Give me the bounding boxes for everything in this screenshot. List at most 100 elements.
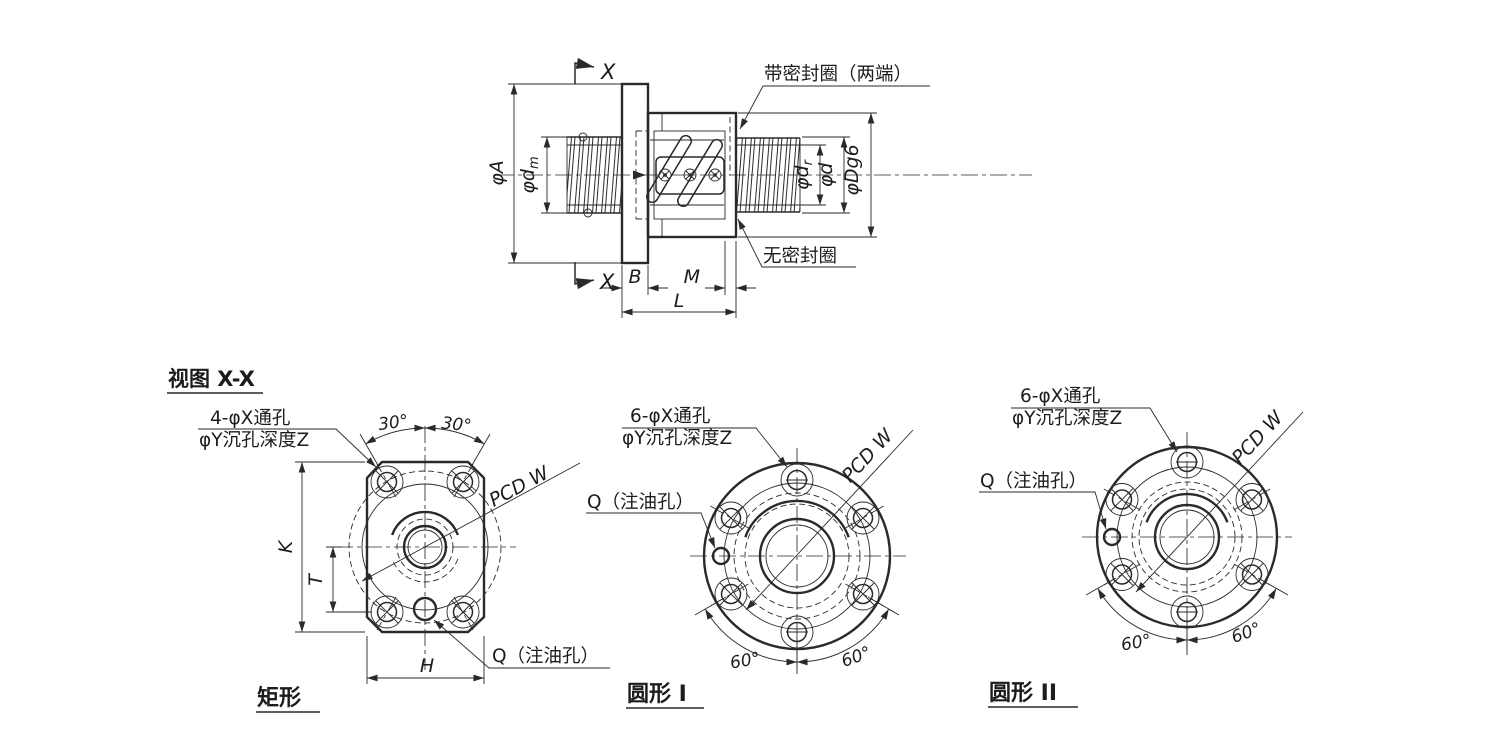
angle-left-label: 30° (377, 411, 410, 435)
circle1-flange-view: PCD W 6-φX通孔 φY沉孔深度Z Q（注油孔） 60° 60° 圆形 I (586, 406, 914, 709)
return-tube (677, 138, 723, 208)
dim-L-label: L (674, 290, 685, 312)
dim-phi-dr: φdr (791, 144, 826, 206)
oil-note-text: Q（注油孔） (492, 646, 599, 667)
center-bore (402, 524, 448, 570)
hole-note: 6-φX通孔 φY沉孔深度Z (622, 406, 788, 468)
bolt-hole (780, 463, 814, 497)
retainer-screw (683, 168, 697, 182)
oil-hole (711, 546, 731, 566)
dim-L: L (622, 290, 736, 316)
bolt-hole (446, 595, 480, 629)
bolt-hole (1235, 483, 1269, 516)
tube-window (653, 130, 726, 220)
retainer-screw (708, 168, 722, 182)
caption-rect-text: 矩形 (257, 685, 301, 711)
hole-note-line1: 4-φX通孔 (210, 408, 290, 429)
oil-note-text: Q（注油孔） (980, 471, 1087, 492)
oil-note-text: Q（注油孔） (587, 492, 694, 513)
section-marker-bottom: X (574, 262, 615, 294)
bolt-hole (846, 501, 880, 535)
section-marker-top: X (574, 57, 616, 84)
seal-note-text: 带密封圈（两端） (764, 64, 912, 85)
oil-note: Q（注油孔） (433, 619, 610, 669)
pcd-label: PCD W (486, 461, 554, 511)
hole-note-line2: φY沉孔深度Z (1012, 408, 1122, 429)
angle-left-label: 60° (1120, 631, 1153, 656)
section-title-text: 视图 X-X (168, 367, 255, 391)
dim-T: T (305, 546, 372, 613)
dim-H-label: H (420, 655, 434, 677)
dim-phi-A: φA (486, 83, 622, 264)
dim-angle-30: 30° 30° (359, 411, 491, 468)
caption-circle1: 圆形 I (626, 682, 704, 709)
dim-phi-dm: φdm (517, 136, 584, 214)
screw-shaft-right (736, 137, 801, 213)
dim-phi-A-label: φA (486, 160, 508, 186)
dim-phi-d: φd (802, 136, 850, 214)
section-marker-bottom-label: X (599, 270, 615, 294)
pilot-boss-arc (744, 499, 850, 538)
bolt-hole (1170, 445, 1204, 479)
hole-note-line1: 6-φX通孔 (1020, 386, 1100, 407)
section-title: 视图 X-X (167, 367, 263, 394)
pcd-leader: PCD W (1135, 406, 1304, 593)
caption-circle1-text: 圆形 I (627, 682, 687, 707)
dim-H: H (366, 636, 485, 684)
dim-M: M (684, 241, 756, 318)
flange-hidden-lines (633, 130, 648, 220)
bolt-hole (714, 501, 748, 535)
dim-angle-60: 60° 60° (1085, 577, 1289, 656)
caption-circle2: 圆形 II (988, 681, 1078, 708)
dim-K-label: K (275, 539, 297, 553)
bolt-hole (714, 577, 748, 611)
pilot-boss-arc (390, 510, 460, 536)
bolt-hole (370, 465, 404, 499)
section-direction-arrow (633, 170, 646, 180)
return-tube (646, 134, 692, 204)
top-section-view: φA φdm φdr φd φDg6 (486, 57, 1032, 318)
nut-body-circle (361, 483, 489, 611)
no-seal-note: 无密封圈 (737, 218, 856, 268)
angle-right-label: 60° (1229, 619, 1264, 648)
angle-left-label: 60° (729, 649, 762, 674)
dim-phi-dm-label: φdm (517, 156, 542, 193)
pcd-leader: PCD W (361, 461, 581, 582)
caption-rect: 矩形 (256, 685, 320, 713)
bolt-hole (846, 577, 880, 611)
section-marker-top-label: X (600, 60, 616, 84)
dim-T-label: T (305, 573, 327, 586)
center-bore (758, 517, 836, 595)
rect-flange-view: 30° 30° PCD W 4-φX通孔 φY沉孔深度Z K T H (198, 408, 610, 713)
hole-note-line2: φY沉孔深度Z (622, 428, 732, 449)
dim-phi-Dg6: φDg6 (738, 112, 877, 238)
retainer-screw (658, 168, 672, 182)
dim-K: K (275, 461, 365, 633)
caption-circle2-text: 圆形 II (989, 681, 1057, 706)
no-seal-note-text: 无密封圈 (763, 246, 837, 267)
oil-hole (1102, 527, 1122, 547)
hole-note: 6-φX通孔 φY沉孔深度Z (1011, 386, 1178, 453)
dim-B-label: B (628, 266, 641, 288)
hole-note-line1: 6-φX通孔 (630, 406, 710, 427)
seal-note: 带密封圈（两端） (739, 64, 930, 130)
center-bore (1153, 503, 1221, 571)
bolt-hole (1105, 483, 1139, 516)
screw-shaft-left (566, 132, 622, 218)
hole-note: 4-φX通孔 φY沉孔深度Z (198, 408, 377, 468)
circle2-flange-view: PCD W 6-φX通孔 φY沉孔深度Z Q（注油孔） 60° 60° 圆形 I… (979, 386, 1304, 708)
oil-hole (412, 596, 438, 622)
bolt-hole (446, 465, 480, 499)
oil-note: Q（注油孔） (586, 492, 716, 549)
bolt-hole (370, 595, 404, 629)
angle-right-label: 30° (440, 414, 472, 437)
dim-phi-dr-label: φdr (791, 158, 816, 190)
pcd-circle (348, 470, 502, 624)
tube-retainer-plate (655, 156, 725, 195)
dim-phi-Dg6-label: φDg6 (841, 144, 863, 195)
oil-note: Q（注油孔） (979, 471, 1107, 530)
dim-M-label: M (684, 266, 700, 288)
angle-right-label: 60° (839, 643, 874, 672)
